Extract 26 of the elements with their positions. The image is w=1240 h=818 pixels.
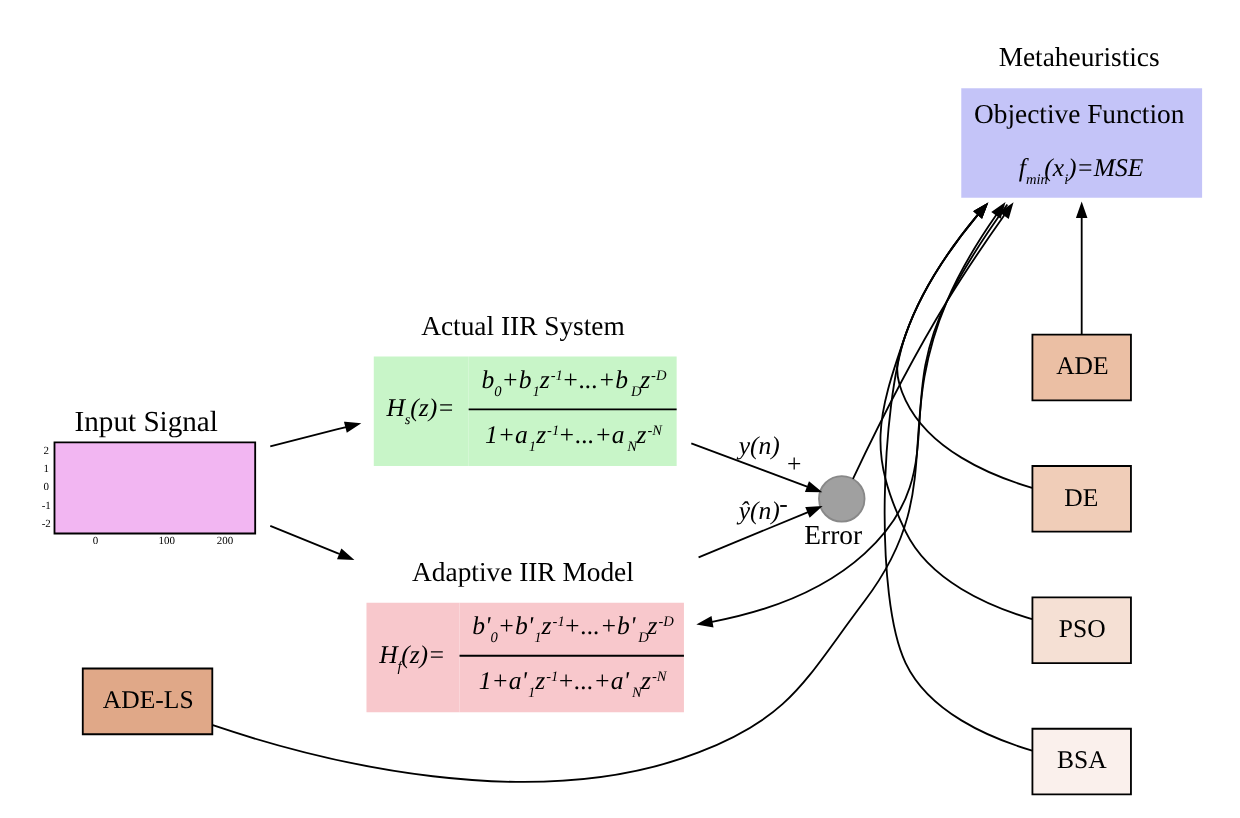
arrow [689, 442, 822, 493]
node-circle [817, 475, 865, 523]
node-label: Metaheuristics [997, 42, 1159, 73]
node-box: PSO [1030, 596, 1131, 664]
node-box: ADE-LS [80, 667, 213, 736]
node-box: ADE [1030, 333, 1131, 402]
arrow [695, 203, 1008, 628]
node-box: DE [1030, 465, 1131, 533]
node-label: Input Signal [73, 406, 217, 439]
label: - [778, 490, 787, 519]
label: + [785, 450, 801, 479]
node-label: Actual IIR System [420, 310, 624, 341]
arrow [268, 525, 354, 560]
arrow [882, 202, 1032, 752]
arrow [851, 202, 1013, 480]
edge-label: y(n) [737, 431, 779, 460]
arrow [210, 202, 1005, 783]
arrow [268, 421, 361, 448]
arrow [696, 506, 822, 559]
arrow [878, 202, 1032, 621]
arrow [1074, 201, 1087, 336]
node-label: Adaptive IIR Model [411, 556, 633, 587]
edge-label: ŷ(n) [737, 497, 779, 526]
arrow [895, 202, 1032, 489]
node-box: BSA [1030, 727, 1131, 796]
node-label: Error [803, 519, 862, 550]
